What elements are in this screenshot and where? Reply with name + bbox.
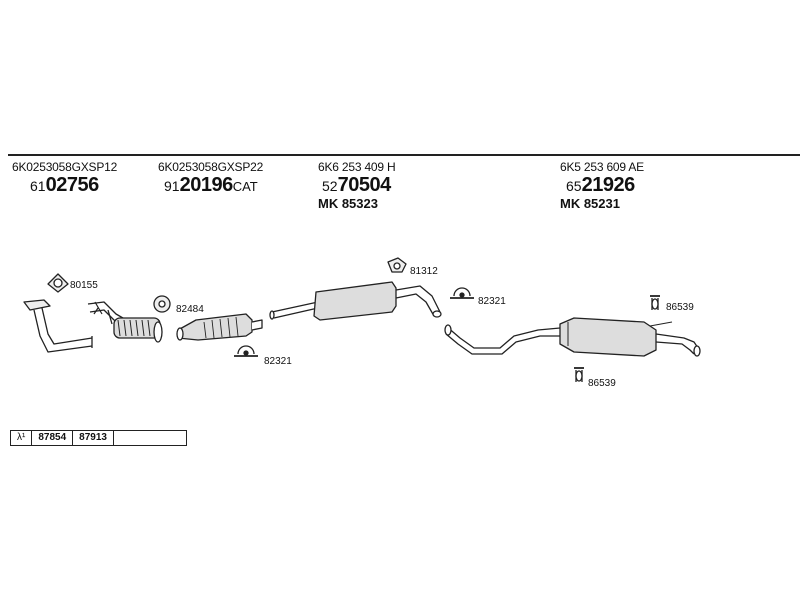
clamp-icon <box>450 287 474 299</box>
lambda-cell-empty <box>114 431 186 445</box>
hanger-icon <box>574 367 584 382</box>
clamp-icon <box>234 345 258 357</box>
reference-number: 6102756 <box>30 174 99 196</box>
lambda-symbol: λ¹ <box>11 431 33 445</box>
rubber-mount-icon <box>387 257 407 273</box>
callout-label: 80155 <box>70 280 98 291</box>
lambda-sensor-table: λ¹ 87854 87913 <box>10 430 187 446</box>
lambda-cell: 87913 <box>73 431 114 445</box>
header-column-1: 6K0253058GXSP12 6102756 <box>12 160 117 196</box>
part-code: 6K6 253 409 H <box>318 160 396 174</box>
gasket-ring-icon <box>153 295 171 313</box>
callout-label: 82321 <box>478 296 506 307</box>
catalytic-converter-part <box>176 313 263 341</box>
mk-number: MK 85231 <box>560 196 620 211</box>
callout-label: 81312 <box>410 266 438 277</box>
reference-number: 9120196CAT <box>164 174 258 196</box>
lambda-cell: 87854 <box>32 431 74 445</box>
exhaust-system-diagram: 80155 82484 82321 81312 82321 86539 8653… <box>23 257 701 389</box>
part-code: 6K0253058GXSP12 <box>12 160 118 174</box>
part-code: 6K5 253 609 AE <box>560 160 644 174</box>
mk-number: MK 85323 <box>318 196 378 211</box>
callout-label: 82321 <box>264 356 292 367</box>
part-code: 6K0253058GXSP22 <box>158 160 264 174</box>
lambda-sensor-symbol <box>93 301 103 315</box>
gasket-icon <box>47 273 69 293</box>
header-divider-line <box>8 154 800 156</box>
header-column-4: 6K5 253 609 AE 6521926 MK 85231 <box>560 160 644 212</box>
reference-number: 5270504 <box>322 174 391 196</box>
callout-label: 86539 <box>666 302 694 313</box>
center-silencer-part <box>269 281 442 321</box>
callout-label: 86539 <box>588 378 616 389</box>
callout-label: 82484 <box>176 304 204 315</box>
front-pipe-part <box>23 299 163 353</box>
header-column-2: 6K0253058GXSP22 9120196CAT <box>158 160 263 196</box>
header-column-3: 6K6 253 409 H 5270504 MK 85323 <box>318 160 396 212</box>
rear-silencer-part <box>444 317 701 357</box>
reference-number: 6521926 <box>566 174 635 196</box>
hanger-icon <box>650 295 660 310</box>
